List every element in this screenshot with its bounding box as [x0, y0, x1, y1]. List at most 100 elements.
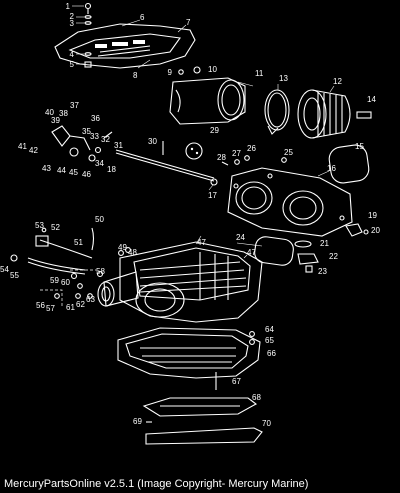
gasket-68 — [142, 397, 258, 417]
washer-48 — [125, 247, 131, 253]
callout-34: 34 — [95, 159, 104, 168]
callout-4: 4 — [70, 50, 75, 59]
callout-17: 17 — [208, 191, 217, 200]
callout-63: 63 — [86, 295, 95, 304]
callout-57: 57 — [46, 304, 55, 313]
throttle-linkage — [51, 125, 113, 162]
intake-manifold-plate — [117, 327, 261, 379]
callout-60: 60 — [61, 278, 70, 287]
callout-2: 2 — [70, 12, 75, 21]
callout-47a: 47 — [197, 238, 206, 247]
callout-37: 37 — [70, 101, 79, 110]
callout-32: 32 — [101, 135, 110, 144]
callout-30: 30 — [148, 137, 157, 146]
callout-26: 26 — [247, 144, 256, 153]
engine-cover — [54, 23, 196, 69]
callout-44: 44 — [57, 166, 66, 175]
hose-50 — [91, 227, 95, 251]
fitting-62 — [87, 293, 93, 299]
callout-14: 14 — [367, 95, 376, 104]
washer-9 — [178, 69, 184, 75]
callout-42: 42 — [29, 146, 38, 155]
rod-18 — [115, 149, 215, 179]
callout-65: 65 — [265, 336, 274, 345]
callout-1: 1 — [66, 2, 71, 11]
callout-58: 58 — [96, 267, 105, 276]
callout-52: 52 — [51, 223, 60, 232]
bolt-27 — [234, 159, 240, 165]
callout-24: 24 — [236, 233, 245, 242]
nut-10 — [193, 66, 201, 74]
air-filter — [297, 89, 351, 139]
gasket-24 — [254, 236, 294, 266]
bolt-23 — [305, 265, 313, 273]
callout-31: 31 — [114, 141, 123, 150]
bolt-53 — [41, 227, 47, 233]
callout-68: 68 — [252, 393, 261, 402]
screw-20 — [363, 229, 369, 235]
callout-51: 51 — [74, 238, 83, 247]
tube-51 — [39, 239, 93, 259]
callout-62: 62 — [76, 300, 85, 309]
callout-15: 15 — [355, 142, 364, 151]
callout-labels: 1 2 3 4 5 6 7 8 9 10 11 12 13 14 15 16 1… — [0, 2, 380, 428]
supercharger-body — [97, 241, 263, 323]
callout-10: 10 — [208, 65, 217, 74]
callout-54: 54 — [0, 265, 9, 274]
callout-7: 7 — [186, 18, 191, 27]
callout-18: 18 — [107, 165, 116, 174]
fitting-61 — [75, 293, 81, 299]
callout-35: 35 — [82, 127, 91, 136]
callout-28: 28 — [217, 153, 226, 162]
callout-59: 59 — [50, 276, 59, 285]
callout-43: 43 — [42, 164, 51, 173]
bolt-25 — [281, 157, 287, 163]
fitting-59 — [70, 272, 78, 280]
callout-48: 48 — [128, 248, 137, 257]
bracket-52 — [35, 235, 49, 247]
throttle-body — [169, 77, 246, 125]
callout-66: 66 — [267, 349, 276, 358]
callout-23: 23 — [318, 267, 327, 276]
hose-clamp — [264, 89, 290, 135]
callout-46: 46 — [82, 170, 91, 179]
callout-47b: 47 — [247, 248, 256, 257]
callout-38: 38 — [59, 109, 68, 118]
callout-70: 70 — [262, 419, 271, 428]
callout-27: 27 — [232, 149, 241, 158]
fitting-56 — [54, 293, 60, 299]
callout-3: 3 — [70, 19, 75, 28]
plate-70 — [145, 427, 263, 445]
bolt-49 — [118, 250, 124, 256]
callout-5: 5 — [70, 60, 75, 69]
bolt-17 — [210, 178, 218, 186]
o-ring-21 — [294, 240, 312, 248]
callout-49: 49 — [118, 243, 127, 252]
callout-36: 36 — [91, 114, 100, 123]
clamp-55 — [10, 254, 18, 262]
leader-lines — [72, 5, 335, 259]
callout-53: 53 — [35, 221, 44, 230]
callout-29: 29 — [210, 126, 219, 135]
callout-22: 22 — [329, 252, 338, 261]
callout-25: 25 — [284, 148, 293, 157]
disc-29 — [185, 142, 203, 160]
callout-6: 6 — [140, 13, 145, 22]
callout-67: 67 — [232, 377, 241, 386]
callout-40: 40 — [45, 108, 54, 117]
callout-39: 39 — [51, 116, 60, 125]
callout-50: 50 — [95, 215, 104, 224]
callout-19: 19 — [368, 211, 377, 220]
bracket-19 — [345, 223, 363, 237]
sensor-22 — [297, 253, 319, 265]
callout-55: 55 — [10, 271, 19, 280]
callout-12: 12 — [333, 77, 342, 86]
callout-45: 45 — [69, 168, 78, 177]
callout-64: 64 — [265, 325, 274, 334]
callout-69: 69 — [133, 417, 142, 426]
callout-13: 13 — [279, 74, 288, 83]
callout-8: 8 — [133, 71, 138, 80]
callout-56: 56 — [36, 301, 45, 310]
hose-54 — [27, 257, 86, 271]
